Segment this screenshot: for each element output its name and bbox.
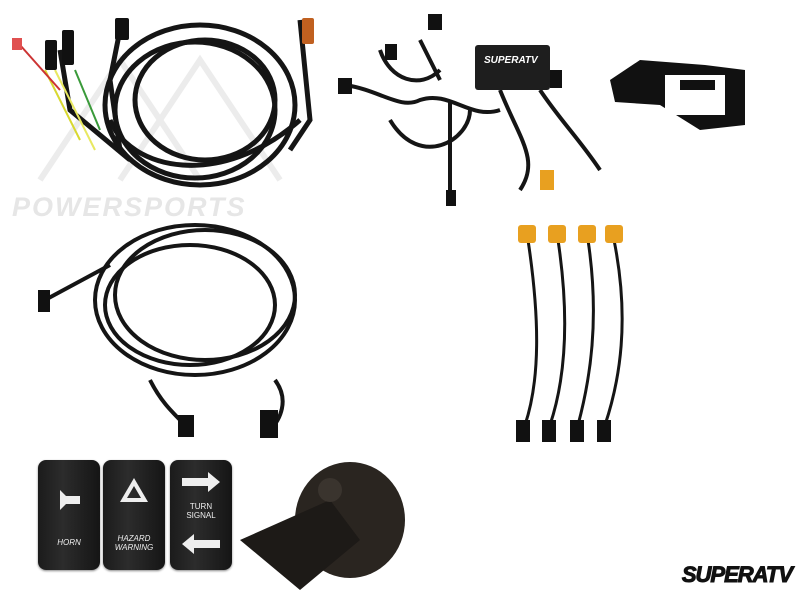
control-module [475, 45, 550, 90]
light-pigtails [523, 239, 624, 426]
horn-icon [60, 490, 80, 510]
hazard-triangle-icon [120, 478, 148, 502]
hazard-switch: HAZARD WARNING [103, 460, 165, 570]
control-module-harness [344, 39, 602, 205]
module-brand-label: SUPERATV [484, 55, 538, 66]
arrow-left-right-icon [182, 472, 220, 554]
horn [240, 462, 405, 590]
switch-label: HAZARD WARNING [114, 534, 154, 552]
horn-switch: HORN [38, 460, 100, 570]
connectors-top-left [12, 18, 314, 70]
mounting-bracket [610, 60, 745, 130]
brand-logo: SUPERATV [681, 562, 793, 588]
watermark-text: POWERSPORTS [12, 192, 247, 222]
turn-signal-switch: TURN SIGNAL [170, 460, 232, 570]
secondary-wire-harness [44, 223, 297, 432]
switch-label: TURN SIGNAL [186, 502, 216, 520]
main-wire-harness [57, 19, 313, 188]
switch-label: HORN [57, 538, 81, 547]
